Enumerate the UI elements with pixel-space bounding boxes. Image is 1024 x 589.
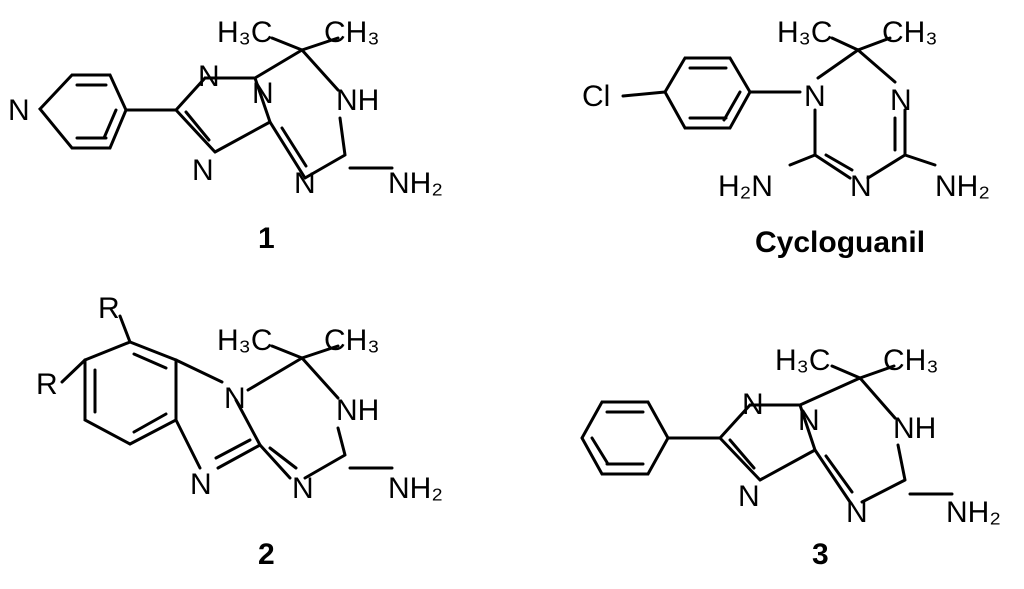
c2-n-ring: N xyxy=(292,472,314,505)
cycloguanil-atom-labels: Cl N N N H₂N NH₂ H₃C CH₃ xyxy=(582,16,990,203)
cg-n-bottom: N xyxy=(850,170,872,203)
c1-n-triazole-bottom: N xyxy=(192,154,214,187)
c1-n-triazole-top: N xyxy=(198,60,220,93)
compound-3-label: 3 xyxy=(812,538,829,571)
compound-2-label: 2 xyxy=(258,538,275,571)
c2-r-top: R xyxy=(98,292,120,325)
c1-n-ring: N xyxy=(294,167,316,200)
c2-ch3-left: H₃C xyxy=(217,324,273,357)
c3-ch3-right: CH₃ xyxy=(883,344,939,377)
cg-ch3-right: CH₃ xyxy=(882,16,938,49)
c3-n-bridge: N xyxy=(798,404,820,437)
c2-ch3-right: CH₃ xyxy=(324,324,380,357)
cg-nh2-left: H₂N xyxy=(718,170,773,203)
cg-n-right: N xyxy=(890,84,912,117)
c2-nh: NH xyxy=(336,394,379,427)
c3-nh: NH xyxy=(893,412,936,445)
compound-1-structure xyxy=(38,36,394,180)
c2-n-bridge: N xyxy=(224,382,246,415)
cg-cl: Cl xyxy=(582,80,610,113)
c1-n-pyridine: N xyxy=(8,94,30,127)
c2-r-left: R xyxy=(36,368,58,401)
c1-nh2: NH₂ xyxy=(388,167,443,200)
cycloguanil-label: Cycloguanil xyxy=(755,226,925,259)
c2-n-bottom: N xyxy=(190,468,212,501)
cycloguanil-structure xyxy=(621,36,937,180)
compound-1-label: 1 xyxy=(258,222,275,255)
cg-ch3-left: H₃C xyxy=(777,16,833,49)
compound-2-atom-labels: R R N NH N N NH₂ H₃C CH₃ xyxy=(36,292,443,505)
c1-ch3-left: H₃C xyxy=(217,16,273,49)
cg-n1: N xyxy=(804,80,826,113)
c3-nh2: NH₂ xyxy=(946,496,1001,529)
compound-1-atom-labels: N N N NH N N NH₂ H₃C CH₃ xyxy=(8,16,443,200)
c3-ch3-left: H₃C xyxy=(775,344,831,377)
c3-n-triazole-top: N xyxy=(742,388,764,421)
c1-nh: NH xyxy=(336,84,379,117)
c3-n-ring: N xyxy=(846,496,868,529)
c3-n-triazole-bottom: N xyxy=(738,480,760,513)
c1-ch3-right: CH₃ xyxy=(324,16,380,49)
compound-3-atom-labels: N N NH N N NH₂ H₃C CH₃ xyxy=(738,344,1001,529)
cg-nh2-right: NH₂ xyxy=(935,170,990,203)
compound-3-structure xyxy=(580,364,954,504)
compound-2-structure xyxy=(60,314,394,480)
c1-n-bridge: N xyxy=(252,77,274,110)
c2-nh2: NH₂ xyxy=(388,472,443,505)
